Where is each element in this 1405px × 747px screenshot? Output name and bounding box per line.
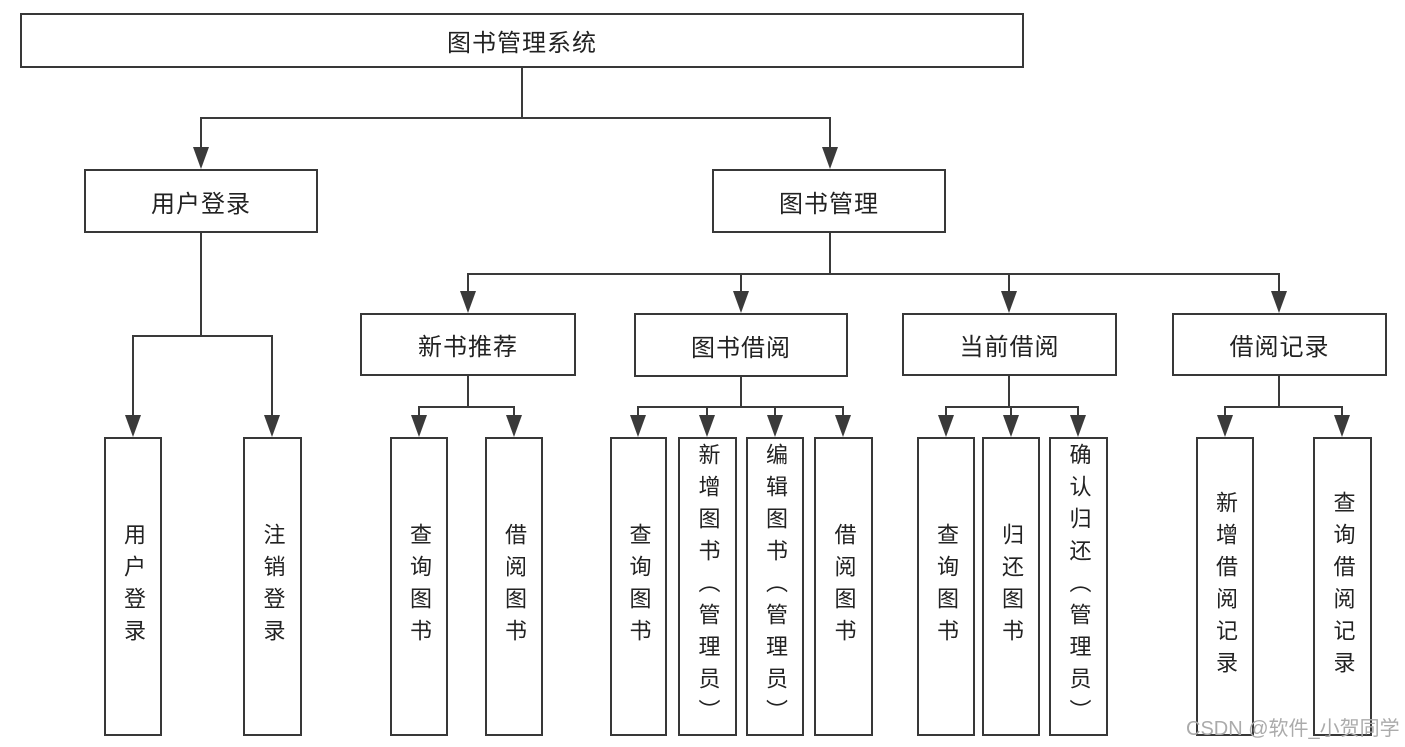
connector-line xyxy=(842,406,844,417)
connector-arrow-icon xyxy=(1070,415,1086,437)
connector-line xyxy=(706,406,708,417)
leaf-user-login: 用户登录 xyxy=(104,437,162,736)
connector-line xyxy=(200,117,831,119)
leaf-return-book-label: 归还图书 xyxy=(999,522,1024,651)
node-user-login-label: 用户登录 xyxy=(151,190,251,218)
leaf-query-borrow-record-label: 查询借阅记录 xyxy=(1330,490,1356,683)
leaf-recommend-query-book-label: 查询图书 xyxy=(407,522,432,651)
leaf-current-query-book-label: 查询图书 xyxy=(934,522,959,651)
leaf-add-borrow-record-label: 新增借阅记录 xyxy=(1213,490,1238,683)
node-root-label: 图书管理系统 xyxy=(447,30,597,57)
connector-arrow-icon xyxy=(125,415,141,437)
leaf-recommend-borrow-book-label: 借阅图书 xyxy=(502,522,527,651)
connector-line xyxy=(945,406,1079,408)
connector-arrow-icon xyxy=(506,415,522,437)
connector-arrow-icon xyxy=(1001,291,1017,313)
connector-arrow-icon xyxy=(460,291,476,313)
connector-arrow-icon xyxy=(835,415,851,437)
leaf-edit-book-admin-label: 编辑图书（管理员） xyxy=(763,442,788,731)
connector-line xyxy=(1224,406,1342,408)
connector-arrow-icon xyxy=(1271,291,1287,313)
leaf-confirm-return-admin: 确认归还（管理员） xyxy=(1049,437,1108,736)
node-book-borrow-label: 图书借阅 xyxy=(691,334,791,362)
connector-line xyxy=(945,406,947,417)
node-root: 图书管理系统 xyxy=(20,13,1024,68)
node-borrow-records: 借阅记录 xyxy=(1172,313,1387,376)
connector-arrow-icon xyxy=(822,147,838,169)
connector-line xyxy=(637,406,639,417)
connector-line xyxy=(774,406,776,417)
connector-line xyxy=(1008,273,1010,293)
connector-line xyxy=(418,406,514,408)
connector-line xyxy=(740,273,742,293)
connector-line xyxy=(132,335,134,417)
connector-arrow-icon xyxy=(193,147,209,169)
connector-arrow-icon xyxy=(1217,415,1233,437)
node-book-management: 图书管理 xyxy=(712,169,946,233)
node-current-borrow: 当前借阅 xyxy=(902,313,1117,376)
connector-line xyxy=(829,233,831,275)
connector-line xyxy=(740,377,742,408)
connector-arrow-icon xyxy=(733,291,749,313)
node-borrow-records-label: 借阅记录 xyxy=(1229,334,1330,361)
node-new-book-recommend-label: 新书推荐 xyxy=(418,334,518,361)
connector-line xyxy=(1224,406,1226,417)
connector-line xyxy=(1077,406,1079,417)
leaf-confirm-return-admin-label: 确认归还（管理员） xyxy=(1066,442,1092,731)
leaf-borrow-book: 借阅图书 xyxy=(814,437,873,736)
leaf-add-borrow-record: 新增借阅记录 xyxy=(1196,437,1254,736)
leaf-add-book-admin: 新增图书（管理员） xyxy=(678,437,737,736)
node-book-borrow: 图书借阅 xyxy=(634,313,848,377)
leaf-recommend-borrow-book: 借阅图书 xyxy=(485,437,543,736)
connector-arrow-icon xyxy=(1003,415,1019,437)
connector-line xyxy=(1341,406,1343,417)
connector-line xyxy=(467,376,469,408)
leaf-current-query-book: 查询图书 xyxy=(917,437,975,736)
node-current-borrow-label: 当前借阅 xyxy=(959,334,1060,361)
connector-line xyxy=(1278,273,1280,293)
node-new-book-recommend: 新书推荐 xyxy=(360,313,576,376)
connector-arrow-icon xyxy=(699,415,715,437)
connector-arrow-icon xyxy=(264,415,280,437)
leaf-query-borrow-record: 查询借阅记录 xyxy=(1313,437,1372,736)
leaf-add-book-admin-label: 新增图书（管理员） xyxy=(695,442,721,731)
leaf-borrow-query-book-label: 查询图书 xyxy=(626,522,652,651)
connector-line xyxy=(200,117,202,149)
connector-arrow-icon xyxy=(411,415,427,437)
connector-line xyxy=(200,233,202,337)
node-book-management-label: 图书管理 xyxy=(779,190,879,218)
connector-line xyxy=(467,273,469,293)
connector-line xyxy=(271,335,273,417)
leaf-edit-book-admin: 编辑图书（管理员） xyxy=(746,437,804,736)
leaf-user-login-label: 用户登录 xyxy=(121,522,146,651)
leaf-logout: 注销登录 xyxy=(243,437,302,736)
leaf-logout-label: 注销登录 xyxy=(260,522,286,651)
connector-arrow-icon xyxy=(630,415,646,437)
node-user-login: 用户登录 xyxy=(84,169,318,233)
connector-line xyxy=(521,68,523,119)
connector-line xyxy=(637,406,843,408)
connector-line xyxy=(1010,406,1012,417)
connector-line xyxy=(418,406,420,417)
leaf-return-book: 归还图书 xyxy=(982,437,1040,736)
leaf-borrow-book-label: 借阅图书 xyxy=(831,522,857,651)
connector-line xyxy=(1008,376,1010,408)
connector-line xyxy=(467,273,1280,275)
connector-arrow-icon xyxy=(767,415,783,437)
leaf-borrow-query-book: 查询图书 xyxy=(610,437,667,736)
leaf-recommend-query-book: 查询图书 xyxy=(390,437,448,736)
connector-line xyxy=(513,406,515,417)
connector-line xyxy=(829,117,831,149)
csdn-watermark: CSDN @软件_小贺同学 xyxy=(1186,718,1400,740)
connector-line xyxy=(132,335,273,337)
connector-arrow-icon xyxy=(1334,415,1350,437)
connector-line xyxy=(1278,376,1280,408)
connector-arrow-icon xyxy=(938,415,954,437)
